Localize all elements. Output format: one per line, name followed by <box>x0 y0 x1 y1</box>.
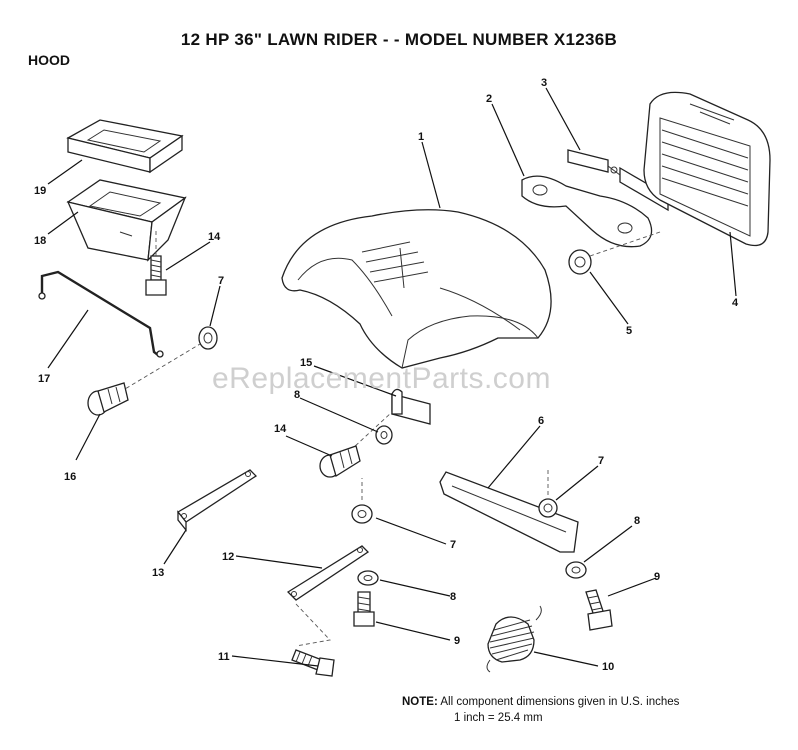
callout-15: 15 <box>300 357 312 369</box>
diagram-title: 12 HP 36" LAWN RIDER - - MODEL NUMBER X1… <box>180 30 618 49</box>
callout-14-upper: 14 <box>208 231 221 243</box>
note-label: NOTE: <box>402 696 438 708</box>
callout-3: 3 <box>541 77 547 89</box>
part-11-bolt <box>291 649 335 677</box>
callout-8-center: 8 <box>450 591 456 603</box>
note-line-1: All component dimensions given in U.S. i… <box>440 696 680 708</box>
part-8-washer-upper <box>375 425 393 445</box>
section-label: HOOD <box>28 52 70 68</box>
assembly-line-14 <box>339 411 393 461</box>
part-15-bracket <box>391 388 431 425</box>
assembly-line-5 <box>589 231 661 257</box>
callout-14-lower: 14 <box>274 423 287 435</box>
part-19-seal-frame <box>66 119 184 174</box>
callout-12: 12 <box>222 551 234 563</box>
callout-8-right: 8 <box>634 515 640 527</box>
callout-11: 11 <box>218 651 230 663</box>
part-9-bolt-center <box>353 591 375 627</box>
callout-16: 16 <box>64 471 76 483</box>
callout-7-upper-left: 7 <box>218 275 224 287</box>
callout-17: 17 <box>38 373 50 385</box>
part-7-nut-right <box>538 498 558 518</box>
callout-4: 4 <box>732 297 739 309</box>
part-12-link-bar <box>286 545 370 601</box>
part-7-nut-center <box>351 504 373 524</box>
part-14-bolt-upper <box>145 230 167 296</box>
part-10-spring <box>486 605 542 673</box>
callout-9-center: 9 <box>454 635 460 647</box>
part-8-washer-center <box>357 570 379 586</box>
leader-lines <box>47 87 737 667</box>
callout-19: 19 <box>34 185 46 197</box>
part-9-bolt-right <box>585 589 613 631</box>
part-17-hood-rod <box>38 270 164 358</box>
callout-2: 2 <box>486 93 492 105</box>
callout-18: 18 <box>34 235 46 247</box>
part-8-washer-right <box>565 561 587 579</box>
part-5-bushing <box>568 249 592 275</box>
part-2-latch-plate <box>521 175 653 248</box>
assembly-line-12 <box>295 603 331 647</box>
callout-8-upper: 8 <box>294 389 300 401</box>
assembly-line-16 <box>119 343 201 393</box>
callout-9-right: 9 <box>654 571 660 583</box>
part-4-grille <box>643 91 771 247</box>
callout-13: 13 <box>152 567 164 579</box>
callout-7-right: 7 <box>598 455 604 467</box>
callout-5: 5 <box>626 325 632 337</box>
note-line-2: 1 inch = 25.4 mm <box>454 712 543 724</box>
callout-7-center: 7 <box>450 539 456 551</box>
part-13-strap <box>177 469 258 532</box>
part-7-nut-upper-left <box>198 326 218 350</box>
part-1-hood <box>281 209 552 369</box>
callout-6: 6 <box>538 415 544 427</box>
watermark: eReplacementParts.com <box>212 362 551 395</box>
part-14-bolt-lower <box>319 445 361 478</box>
callout-10: 10 <box>602 661 614 673</box>
part-6-pivot-bar <box>439 471 579 553</box>
dimension-note: NOTE: All component dimensions given in … <box>402 694 679 726</box>
part-16-pivot-bolt <box>87 382 129 416</box>
callout-1: 1 <box>418 131 424 143</box>
part-18-tray <box>66 179 187 262</box>
